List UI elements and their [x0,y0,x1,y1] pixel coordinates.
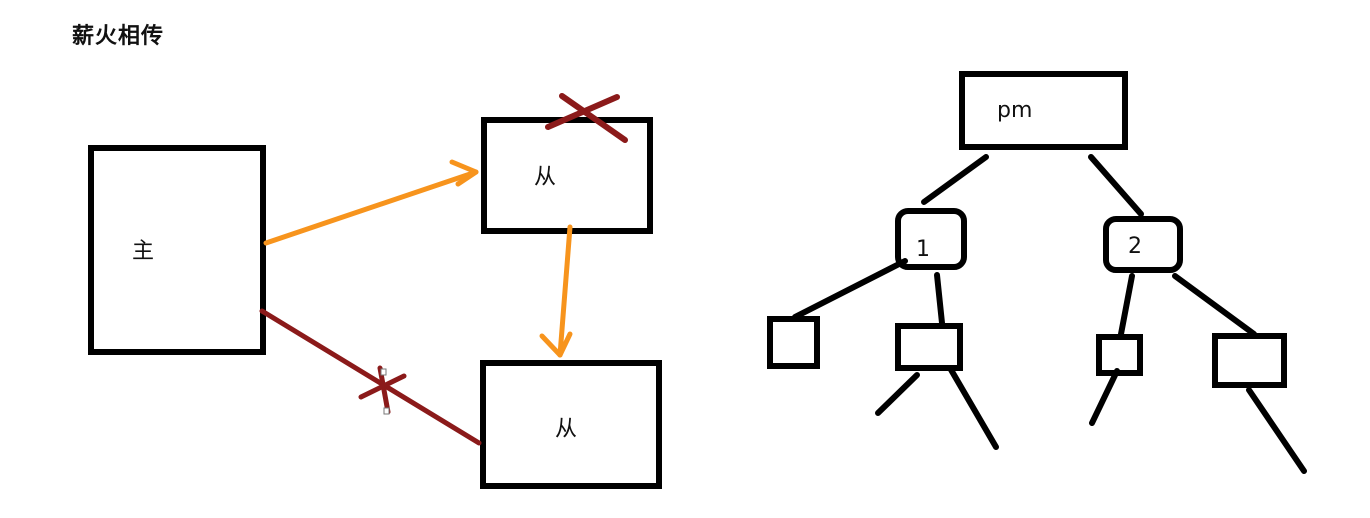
arrow-slave-top-to-slave-bottom [539,224,573,358]
cross-mark-top [545,93,628,143]
tree-edge-1-left [792,258,908,320]
tree-edge-1b-right [947,365,999,450]
tree-edge-1b-left [875,372,920,416]
tree-edge-root-2 [1088,154,1144,217]
tree-edge-2b-down [1246,387,1307,474]
tree-edge-2a-down [1089,368,1120,426]
tree-edge-2-left [1118,273,1135,337]
tree-leaf-1b [895,323,963,371]
arrow-master-to-slave-top [263,159,479,246]
tree-edge-2-right [1172,273,1257,337]
tree-root-node [959,71,1128,150]
tree-edge-root-1 [921,154,989,205]
tree-node-1 [895,208,967,270]
tree-node-2-label: 2 [1128,234,1142,259]
tree-leaf-2a [1096,334,1143,376]
tree-leaf-2b [1212,333,1287,388]
tree-root-label: pm [997,98,1032,123]
page-title: 薪火相传 [72,24,165,49]
tree-edge-1-right [934,272,945,326]
master-slave-diagram: 主 从 从 [88,93,662,489]
tree-node-1-label: 1 [916,237,930,262]
slave-box-bottom [480,360,662,489]
tree-node-2 [1103,216,1183,273]
tree-diagram: pm 1 2 [767,71,1307,474]
slave-bottom-label: 从 [555,417,577,442]
master-box [88,145,266,355]
broken-link-master-to-slave-bottom [259,308,482,446]
master-label: 主 [132,239,154,264]
slave-top-label: 从 [534,165,556,190]
tree-leaf-1a [767,316,820,369]
